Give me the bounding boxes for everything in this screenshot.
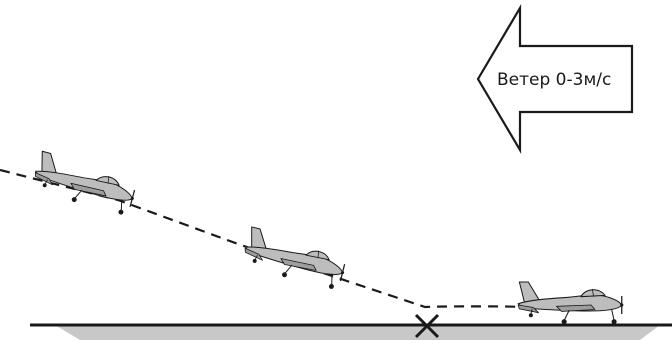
aircraft-approach-2 (239, 226, 351, 292)
ground (30, 323, 672, 340)
glide-path (0, 168, 561, 310)
wind-arrow: Ветер 0-3м/с (476, 3, 634, 155)
touchdown-marker (414, 313, 440, 339)
aircraft-landed (517, 281, 624, 325)
wind-label: Ветер 0-3м/с (497, 70, 611, 90)
aircraft-approach-1 (29, 150, 141, 218)
wind-arrow-shape (476, 3, 634, 155)
